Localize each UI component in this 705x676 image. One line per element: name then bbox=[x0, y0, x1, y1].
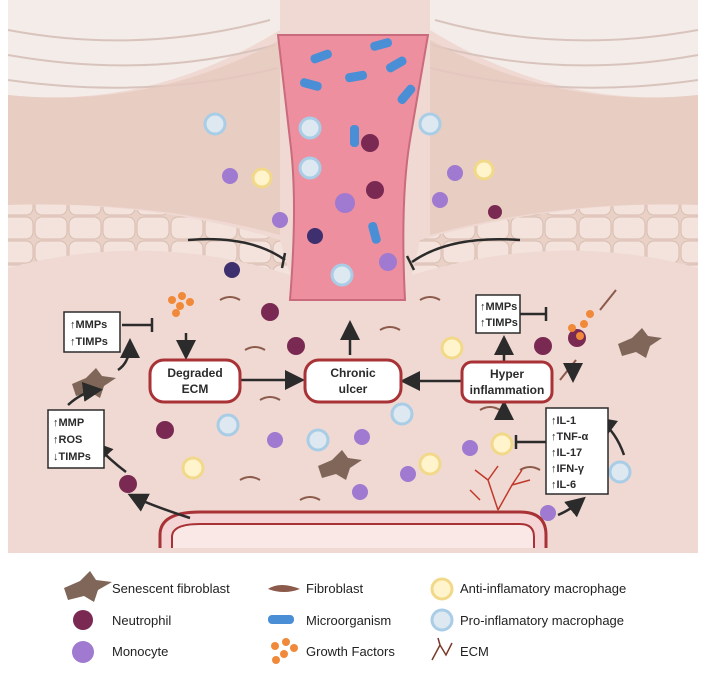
inhibit-line-left bbox=[187, 237, 286, 262]
legend-monocyte: Monocyte bbox=[112, 644, 168, 659]
legend-microorganism-icon bbox=[268, 615, 294, 624]
epidermis-cells bbox=[203, 112, 502, 278]
legend-growth-factors: Growth Factors bbox=[306, 644, 395, 659]
svg-text:↑MMPs: ↑MMPs bbox=[480, 301, 517, 313]
svg-text:↑IFN-γ: ↑IFN-γ bbox=[551, 463, 585, 475]
legend-pro-macrophage: Pro-inflamatory macrophage bbox=[460, 613, 624, 628]
svg-text:↑ROS: ↑ROS bbox=[53, 434, 82, 446]
timps-left-label: TIMPs bbox=[76, 336, 108, 348]
inhibit-line-right bbox=[411, 237, 521, 264]
box-cytokines bbox=[545, 407, 609, 495]
legend: Senescent fibroblast Neutrophil Monocyte… bbox=[64, 571, 626, 664]
mmps-left-label: MMPs bbox=[76, 319, 108, 331]
legend-pro-macrophage-icon bbox=[430, 608, 454, 632]
legend-neutrophil: Neutrophil bbox=[112, 613, 171, 628]
svg-text:↑TIMPs: ↑TIMPs bbox=[70, 336, 108, 348]
svg-text:↓TIMPs: ↓TIMPs bbox=[53, 451, 91, 463]
legend-senescent-fibroblast: Senescent fibroblast bbox=[112, 581, 230, 596]
ulcer-cells bbox=[298, 116, 397, 287]
legend-growth-factors-icon bbox=[271, 638, 298, 664]
stratum-corneum bbox=[8, 0, 698, 98]
timps-right-label: TIMPs bbox=[486, 317, 518, 329]
basal-layer-left bbox=[8, 204, 290, 275]
svg-text:↑MMPs: ↑MMPs bbox=[70, 319, 107, 331]
ros-label: ROS bbox=[59, 434, 83, 446]
blood-vessel-inner bbox=[171, 523, 535, 548]
hyper-inflammation-line-1: Hyper bbox=[490, 367, 524, 381]
il17-label: IL-17 bbox=[557, 447, 583, 459]
svg-text:↑TNF-α: ↑TNF-α bbox=[551, 431, 589, 443]
node-hyper-inflammation bbox=[460, 360, 554, 404]
epidermis-left bbox=[8, 40, 280, 235]
box-mmps-timps-right bbox=[475, 294, 521, 334]
ifng-label: IFN-γ bbox=[557, 463, 585, 475]
legend-fibroblast-icon bbox=[268, 585, 300, 592]
legend-microorganism: Microorganism bbox=[306, 613, 391, 628]
legend-anti-macrophage: Anti-inflamatory macrophage bbox=[460, 581, 626, 596]
box-mmp-ros-timps bbox=[47, 409, 105, 469]
svg-text:↑TIMPs: ↑TIMPs bbox=[480, 317, 518, 329]
growth-factor-icon bbox=[168, 292, 594, 340]
box-mmps-timps-left bbox=[63, 311, 121, 353]
tnfa-label: TNF-α bbox=[557, 431, 589, 443]
degraded-ecm-line-2: ECM bbox=[182, 382, 209, 396]
il6-label: IL-6 bbox=[557, 479, 577, 491]
svg-text:↑IL-1: ↑IL-1 bbox=[551, 415, 576, 427]
legend-fibroblast: Fibroblast bbox=[306, 581, 363, 596]
legend-ecm: ECM bbox=[460, 644, 489, 659]
chronic-ulcer-line-2: ulcer bbox=[339, 382, 368, 396]
legend-ecm-icon bbox=[431, 637, 453, 661]
basal-layer-right bbox=[412, 204, 698, 275]
svg-text:↑MMP: ↑MMP bbox=[53, 417, 84, 429]
degraded-ecm-line-1: Degraded bbox=[167, 366, 222, 380]
hyper-inflammation-line-2: inflammation bbox=[470, 383, 545, 397]
mmps-right-label: MMPs bbox=[486, 301, 518, 313]
timps-down-label: TIMPs bbox=[59, 451, 91, 463]
dermis-cells bbox=[119, 303, 632, 521]
il1-label: IL-1 bbox=[557, 415, 577, 427]
node-chronic-ulcer bbox=[303, 358, 403, 404]
legend-monocyte-icon bbox=[72, 641, 94, 663]
svg-text:↑IL-17: ↑IL-17 bbox=[551, 447, 582, 459]
ecm-fibers bbox=[219, 289, 617, 501]
mmp-label: MMP bbox=[59, 417, 85, 429]
legend-anti-macrophage-icon bbox=[430, 577, 454, 601]
node-degraded-ecm bbox=[148, 358, 242, 404]
legend-senescent-fibroblast-icon bbox=[64, 571, 112, 602]
capillaries bbox=[469, 465, 531, 511]
microorganism-icon bbox=[299, 38, 416, 244]
svg-text:↑IL-6: ↑IL-6 bbox=[551, 479, 576, 491]
legend-neutrophil-icon bbox=[73, 610, 93, 630]
epidermis-right bbox=[430, 40, 698, 235]
chronic-ulcer-line-1: Chronic bbox=[330, 366, 376, 380]
